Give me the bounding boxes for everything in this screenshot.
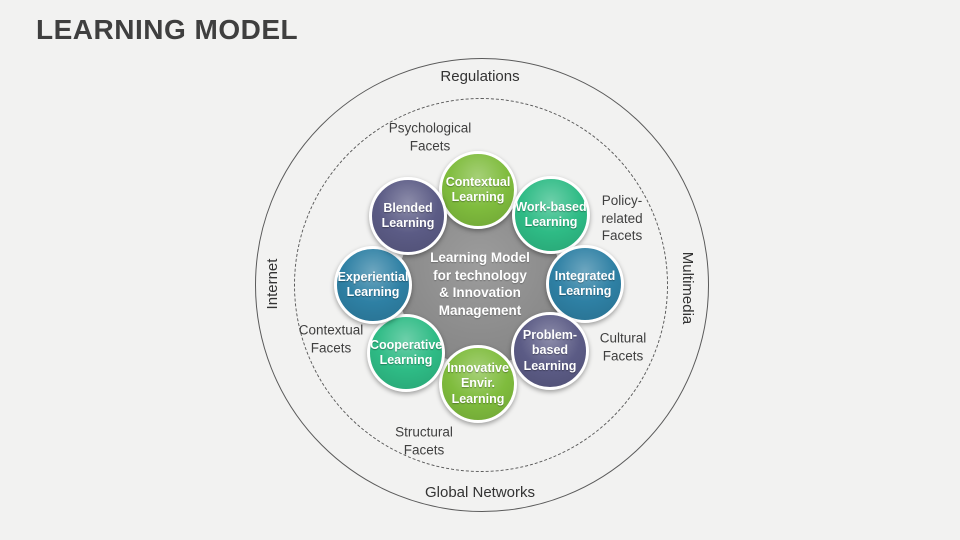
outer-label-multimedia: Multimedia bbox=[679, 251, 696, 325]
outer-label-regulations: Regulations bbox=[440, 68, 520, 85]
node-label: Experiential Learning bbox=[337, 269, 409, 300]
node-label: Contextual Learning bbox=[445, 174, 511, 205]
outer-label-global-networks: Global Networks bbox=[424, 484, 536, 501]
node-integrated-learning: Integrated Learning bbox=[546, 245, 624, 323]
node-label: Cooperative Learning bbox=[370, 337, 443, 368]
inner-dashed-circle bbox=[294, 98, 668, 472]
node-label: Work-based Learning bbox=[515, 199, 587, 230]
node-problem-based-learning: Problem-based Learning bbox=[511, 312, 589, 390]
node-work-based-learning: Work-based Learning bbox=[512, 176, 590, 254]
center-hub-label: Learning Model for technology & Innovati… bbox=[430, 250, 530, 318]
facet-label-psychological: Psychological Facets bbox=[388, 120, 472, 154]
node-cooperative-learning: Cooperative Learning bbox=[367, 314, 445, 392]
facet-label-cultural: Cultural Facets bbox=[599, 330, 647, 364]
node-experiential-learning: Experiential Learning bbox=[334, 246, 412, 324]
outer-label-internet: Internet bbox=[264, 258, 281, 310]
node-label: Innovative Envir. Learning bbox=[447, 360, 509, 406]
node-innovative-envir-learning: Innovative Envir. Learning bbox=[439, 345, 517, 423]
outer-solid-circle bbox=[255, 58, 709, 512]
facet-label-policy-related: Policy-related Facets bbox=[601, 192, 643, 243]
facet-label-contextual: Contextual Facets bbox=[298, 322, 364, 356]
node-label: Problem-based Learning bbox=[522, 327, 578, 373]
facet-label-structural: Structural Facets bbox=[395, 424, 453, 458]
page-title: LEARNING MODEL bbox=[36, 14, 299, 45]
node-contextual-learning: Contextual Learning bbox=[439, 151, 517, 229]
node-label: Integrated Learning bbox=[554, 268, 616, 299]
node-blended-learning: Blended Learning bbox=[369, 177, 447, 255]
node-label: Blended Learning bbox=[381, 200, 435, 231]
